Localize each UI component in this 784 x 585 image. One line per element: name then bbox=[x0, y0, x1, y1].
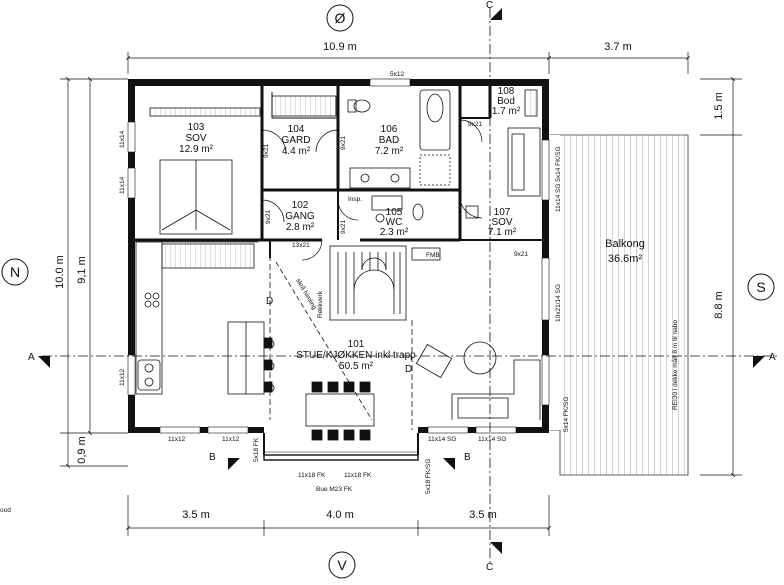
room-105-name: WC bbox=[386, 217, 403, 228]
compass: Ø V N S bbox=[1, 4, 775, 579]
room-101-name: STUE/KJØKKEN inkl trapp bbox=[296, 350, 416, 361]
room-103-num: 103 bbox=[188, 122, 205, 133]
balcony-area: 36.6m² bbox=[608, 253, 643, 265]
compass-north-circle bbox=[1, 258, 29, 286]
opening-door-107: 9x21 bbox=[514, 251, 528, 258]
room-107-name: SOV bbox=[491, 217, 512, 228]
compass-east-circle bbox=[326, 4, 354, 32]
room-105-area: 2.3 m² bbox=[380, 227, 409, 238]
dimension-lines bbox=[60, 52, 742, 536]
room-107-num: 107 bbox=[494, 207, 511, 218]
opening-bottom-d: 11x14 SG bbox=[478, 436, 506, 443]
room-108-area: 1.7 m² bbox=[492, 106, 521, 117]
opening-bue: Bue M23 FK bbox=[316, 486, 353, 493]
compass-north: N bbox=[10, 264, 20, 280]
opening-left-c: 11x12 bbox=[119, 368, 126, 386]
dim-right-top: 1.5 m bbox=[713, 92, 725, 120]
opening-front-b: 11x18 FK bbox=[344, 472, 372, 479]
opening-bottom-a: 11x12 bbox=[168, 436, 186, 443]
label-edge: ood bbox=[0, 507, 11, 514]
room-101-area: 50.5 m² bbox=[339, 361, 374, 372]
label-insp: Insp. bbox=[348, 196, 362, 203]
opening-door-108: 9x21 bbox=[468, 121, 482, 128]
dim-balcony-width: 3.7 m bbox=[604, 41, 632, 53]
opening-door-stair: 13x21 bbox=[292, 242, 310, 249]
section-c-bottom: C bbox=[486, 562, 493, 573]
opening-front-c: 5x18 FK/SG bbox=[425, 459, 432, 494]
opening-front-left: 5x18 FK bbox=[253, 437, 260, 462]
opening-east-c: 5x14 FK/SG bbox=[563, 397, 570, 432]
room-106-name: BAD bbox=[379, 135, 400, 146]
compass-east: Ø bbox=[335, 10, 346, 26]
outer-walls bbox=[127, 78, 550, 461]
room-108-name: Bod bbox=[497, 96, 515, 107]
label-skra-himling: skrå himling bbox=[294, 277, 318, 311]
dim-left-inner: 9,1 m bbox=[76, 256, 88, 284]
compass-west-circle bbox=[328, 551, 356, 579]
section-b-right: B bbox=[464, 452, 471, 463]
room-104-area: 4.4 m² bbox=[282, 146, 311, 157]
compass-south-circle bbox=[747, 273, 775, 301]
compass-south: S bbox=[756, 279, 765, 295]
room-104-name: GARD bbox=[282, 135, 311, 146]
opening-east-a: 11x14 SG 5x14 FK/SG bbox=[555, 146, 562, 212]
dim-left-outer: 10.0 m bbox=[54, 255, 66, 289]
opening-bottom-b: 11x12 bbox=[222, 436, 240, 443]
balcony-name: Balkong bbox=[605, 238, 645, 250]
fixtures bbox=[135, 89, 541, 441]
room-107-area: 7.1 m² bbox=[488, 227, 517, 238]
door-swings bbox=[261, 119, 483, 261]
opening-door-104: 9x21 bbox=[263, 144, 270, 158]
room-102-num: 102 bbox=[292, 200, 309, 211]
section-a-right: A bbox=[769, 352, 776, 363]
room-104-num: 104 bbox=[288, 124, 305, 135]
opening-left-b: 11x14 bbox=[119, 176, 126, 194]
room-108-num: 108 bbox=[498, 86, 515, 97]
room-106-num: 106 bbox=[381, 124, 398, 135]
opening-door-106: 9x21 bbox=[340, 136, 347, 150]
opening-bottom-c: 11x14 SG bbox=[428, 436, 456, 443]
section-a-left: A bbox=[28, 352, 35, 363]
room-101-num: 101 bbox=[348, 339, 365, 350]
dim-bottom-mid: 4.0 m bbox=[326, 509, 354, 521]
room-labels: 103 SOV 12.9 m² 104 GARD 4.4 m² 106 BAD … bbox=[179, 86, 521, 372]
section-c-top: C bbox=[486, 0, 493, 11]
opening-labels: 5x12 11x14 11x14 11x12 9x21 9x21 9x21 9x… bbox=[119, 71, 570, 494]
section-lines bbox=[42, 8, 780, 565]
label-fmb: FMB bbox=[426, 252, 440, 259]
opening-front-a: 11x18 FK bbox=[298, 472, 326, 479]
opening-door-105: 9x21 bbox=[340, 220, 347, 234]
opening-top: 5x12 bbox=[390, 71, 404, 78]
interior-walls bbox=[135, 86, 542, 258]
dim-top-width: 10.9 m bbox=[323, 41, 357, 53]
dim-left-small: 0,9 m bbox=[76, 436, 88, 464]
room-103-area: 12.9 m² bbox=[179, 144, 214, 155]
room-102-name: GANG bbox=[285, 211, 315, 222]
label-d2: D bbox=[405, 364, 412, 375]
section-b-left: B bbox=[209, 452, 216, 463]
label-stair-note: Rekkverk bbox=[317, 290, 324, 318]
room-105-num: 105 bbox=[386, 207, 403, 218]
opening-left-a: 11x14 bbox=[119, 130, 126, 148]
room-102-area: 2.8 m² bbox=[286, 222, 315, 233]
room-103-name: SOV bbox=[185, 133, 206, 144]
opening-east-b: 10x21/14 SG bbox=[555, 284, 562, 322]
dim-right-main: 8.8 m bbox=[713, 291, 725, 319]
opening-door-102: 9x21 bbox=[265, 210, 272, 224]
compass-west: V bbox=[337, 557, 347, 573]
section-markers: A A B B C C bbox=[28, 0, 776, 573]
dim-bottom-right: 3.5 m bbox=[469, 509, 497, 521]
balcony-note: REI30 i dekke målt 8 m til nabo bbox=[671, 320, 679, 410]
label-d1: D bbox=[266, 296, 273, 307]
dim-bottom-left: 3.5 m bbox=[182, 509, 210, 521]
room-106-area: 7.2 m² bbox=[375, 146, 404, 157]
